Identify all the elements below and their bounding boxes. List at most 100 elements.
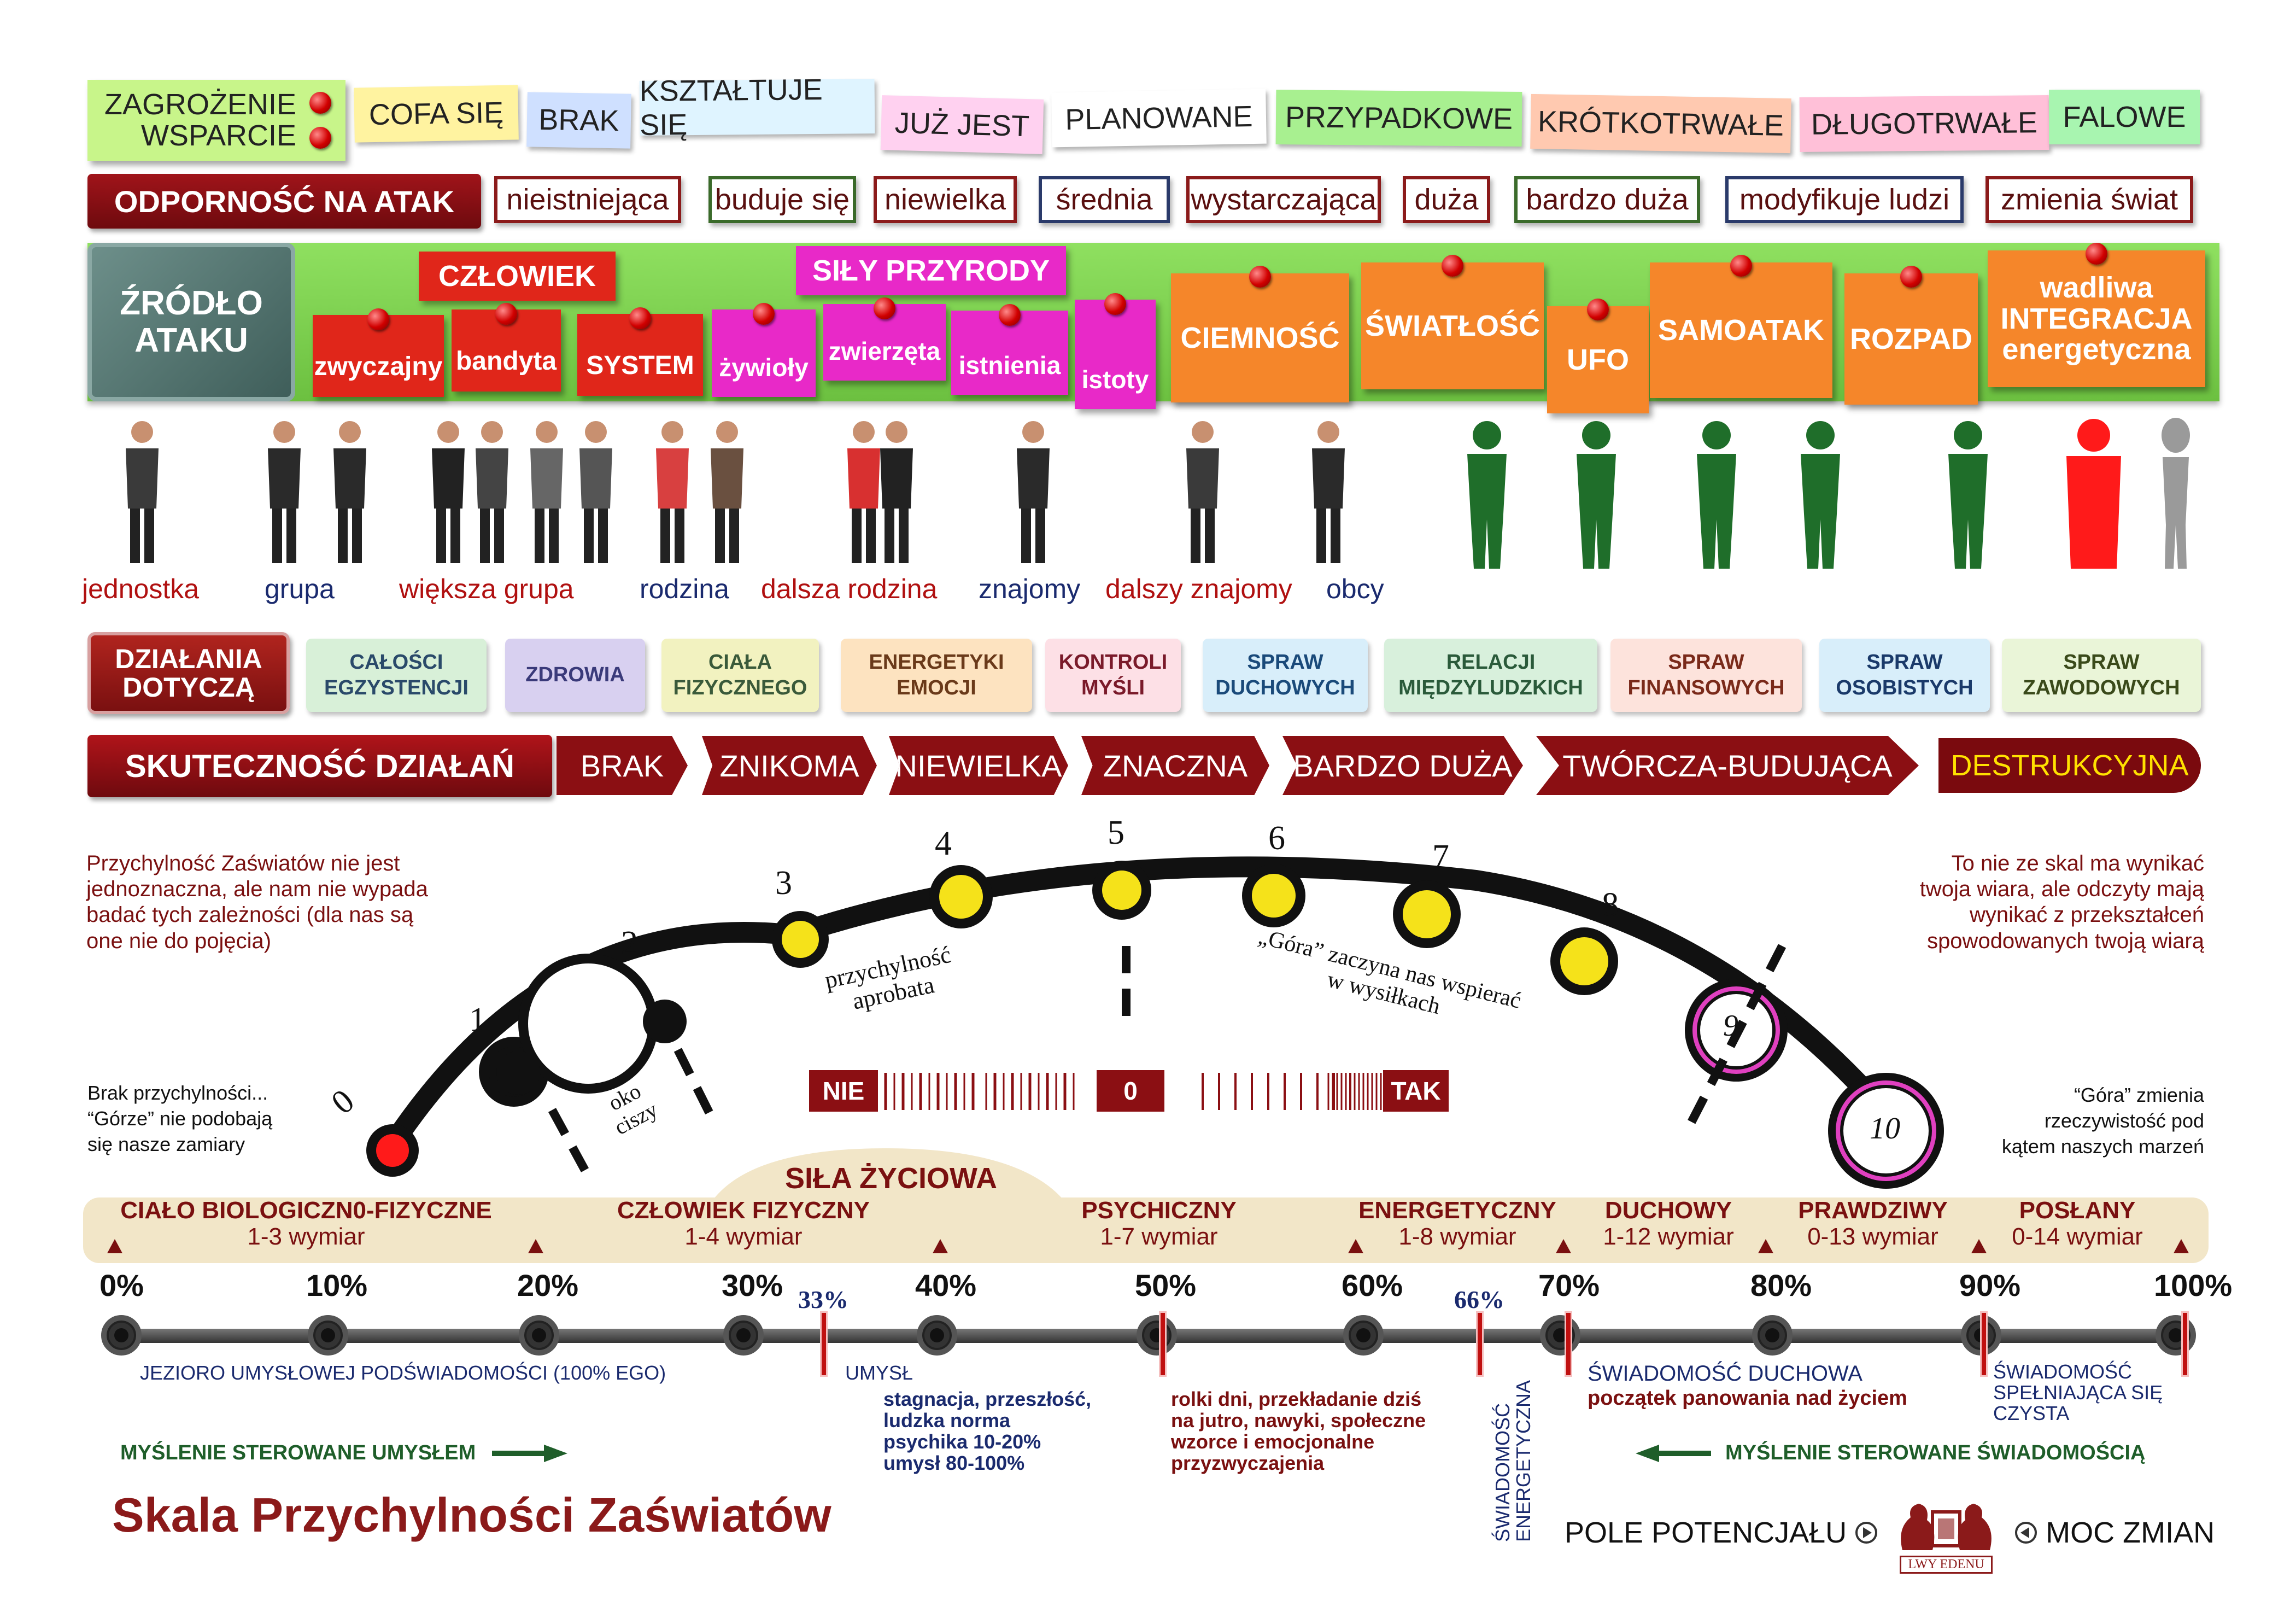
- resistance-level: niewielka: [874, 176, 1017, 223]
- consciousness-driven-row: MYŚLENIE STEROWANE ŚWIADOMOŚCIĄ: [1635, 1441, 2145, 1465]
- lions-logo: LWY EDENU: [1886, 1492, 2006, 1574]
- actions-title: DZIAŁANIA DOTYCZĄ: [87, 632, 290, 714]
- person-figure: [1312, 421, 1345, 563]
- stagnation-note: stagnacja, przeszłość, ludzka norma psyc…: [883, 1388, 1092, 1474]
- dash-right: [1685, 944, 1787, 1129]
- effectiveness-level: ZNIKOMA: [702, 736, 877, 795]
- source-human-card: zwyczajny: [313, 308, 444, 397]
- band-name: POSŁANY: [2019, 1197, 2136, 1224]
- curve-node: [1828, 1073, 1944, 1189]
- domain-line1: SPRAW: [1866, 650, 1943, 674]
- spiritual-note: ŚWIADOMOŚĆ DUCHOWA: [1588, 1362, 1862, 1386]
- percent-node: [1540, 1315, 1580, 1356]
- band-name: CZŁOWIEK FIZYCZNY: [617, 1197, 870, 1224]
- resistance-level: nieistniejąca: [494, 176, 681, 223]
- resistance-level: wystarczająca: [1186, 176, 1381, 223]
- domain-line1: CAŁOŚCI: [349, 650, 443, 674]
- red-marker: [1476, 1311, 1484, 1377]
- domain-line1: ENERGETYKI: [869, 650, 1004, 674]
- person-figure: [880, 421, 913, 563]
- curve-node: [1242, 864, 1305, 927]
- logo-text: LWY EDENU: [1900, 1556, 1993, 1574]
- chevron-right-icon: [1855, 1522, 1878, 1544]
- domain-line2: EMOCJI: [897, 676, 976, 699]
- footer-brand: POLE POTENCJAŁU LWY EDENU MOC ZMIAN: [1565, 1492, 2215, 1574]
- effectiveness-level: ZNACZNA: [1081, 736, 1269, 795]
- band-name: DUCHOWY: [1604, 1197, 1732, 1224]
- effectiveness-level: TWÓRCZA-BUDUJĄCA: [1536, 736, 1919, 795]
- legend-tag: PRZYPADKOWE: [1275, 90, 1522, 147]
- percent-tick-label: 70%: [1538, 1268, 1600, 1302]
- green-silhouette: [1948, 421, 1988, 569]
- no-favor-note: Brak przychylności... “Górze” nie podoba…: [87, 1082, 273, 1155]
- source-nature-label: istnienia: [958, 350, 1061, 379]
- legend-tag: KSZTAŁTUJE SIĘ: [639, 73, 875, 142]
- curve-node: [1550, 927, 1618, 995]
- person-figure: [333, 421, 366, 563]
- group-nature-label: SIŁY PRZYRODY: [796, 246, 1066, 295]
- source-orange-line3: energetyczna: [2002, 333, 2191, 366]
- pushpin-icon: [1900, 266, 1922, 288]
- person-figure: [476, 421, 508, 563]
- threat-label: ZAGROŻENIE: [104, 88, 296, 121]
- curve-node: [772, 911, 829, 968]
- domain-line1: SPRAW: [1668, 650, 1744, 674]
- domain-line2: MYŚLI: [1081, 676, 1145, 699]
- source-human-card: SYSTEM: [577, 307, 703, 396]
- band-arrow-icon: [1758, 1239, 1773, 1253]
- curve-node: [496, 954, 687, 1095]
- effectiveness-destructive: DESTRUKCYJNA: [1938, 738, 2201, 793]
- marker-33-label: 33%: [798, 1286, 848, 1313]
- legend-tag: KRÓTKOTRWAŁE: [1530, 94, 1791, 154]
- pushpin-icon: [1104, 293, 1126, 315]
- percent-tick-label: 40%: [915, 1268, 977, 1302]
- curve-number: 7: [1432, 838, 1449, 875]
- band-dimension: 1-12 wymiar: [1603, 1223, 1734, 1251]
- percent-tick-label: 100%: [2154, 1268, 2233, 1302]
- source-human-card: bandyta: [452, 303, 561, 392]
- resistance-level: duża: [1403, 176, 1490, 223]
- resistance-level: modyfikuje ludzi: [1725, 176, 1964, 223]
- marker-66-label: 66%: [1454, 1286, 1504, 1313]
- source-orange-label: CIEMNOŚĆ: [1180, 321, 1340, 354]
- group-human-label: CZŁOWIEK: [419, 252, 616, 301]
- resistance-level: bardzo duża: [1514, 176, 1700, 223]
- scale-no-box: NIE: [809, 1070, 878, 1112]
- curve-number: 2: [621, 925, 638, 962]
- domain-line2: ZAWODOWYCH: [2023, 676, 2180, 699]
- person-figure: [1017, 421, 1050, 563]
- curve-number: 9: [1723, 1009, 1738, 1043]
- curve-number: 6: [1268, 820, 1285, 857]
- legend-tag: JUŻ JEST: [880, 95, 1044, 154]
- source-human-label: SYSTEM: [586, 350, 694, 380]
- source-orange-label: UFO: [1567, 343, 1629, 376]
- domain-line2: FINANSOWYCH: [1627, 676, 1785, 699]
- domain-line1: CIAŁA: [708, 650, 772, 674]
- legend-tag: FALOWE: [2049, 90, 2200, 144]
- domain-line1: ZDROWIA: [525, 663, 625, 687]
- source-orange-card: ŚWIATŁOŚĆ: [1361, 255, 1544, 389]
- threat-indicator-icon: [309, 92, 331, 114]
- scale-zero-box: 0: [1097, 1070, 1164, 1112]
- source-orange-card: SAMOATAK: [1650, 255, 1832, 398]
- person-figure: [530, 421, 563, 563]
- footer-title: Skala Przychylności Zaświatów: [112, 1488, 831, 1542]
- effectiveness-title: SKUTECZNOŚĆ DZIAŁAŃ: [87, 735, 552, 797]
- curve-number: 8: [1602, 886, 1619, 924]
- dash-left-1: [548, 1108, 589, 1172]
- source-human-label: zwyczajny: [314, 352, 443, 381]
- power-label: MOC ZMIAN: [2046, 1516, 2215, 1549]
- chevron-left-icon: [2015, 1522, 2037, 1544]
- curve-node: [1092, 861, 1151, 920]
- band-dimension: 1-7 wymiar: [1100, 1223, 1218, 1251]
- percent-node: [723, 1315, 764, 1356]
- domain-line1: SPRAW: [2063, 650, 2140, 674]
- person-figure: [268, 421, 301, 563]
